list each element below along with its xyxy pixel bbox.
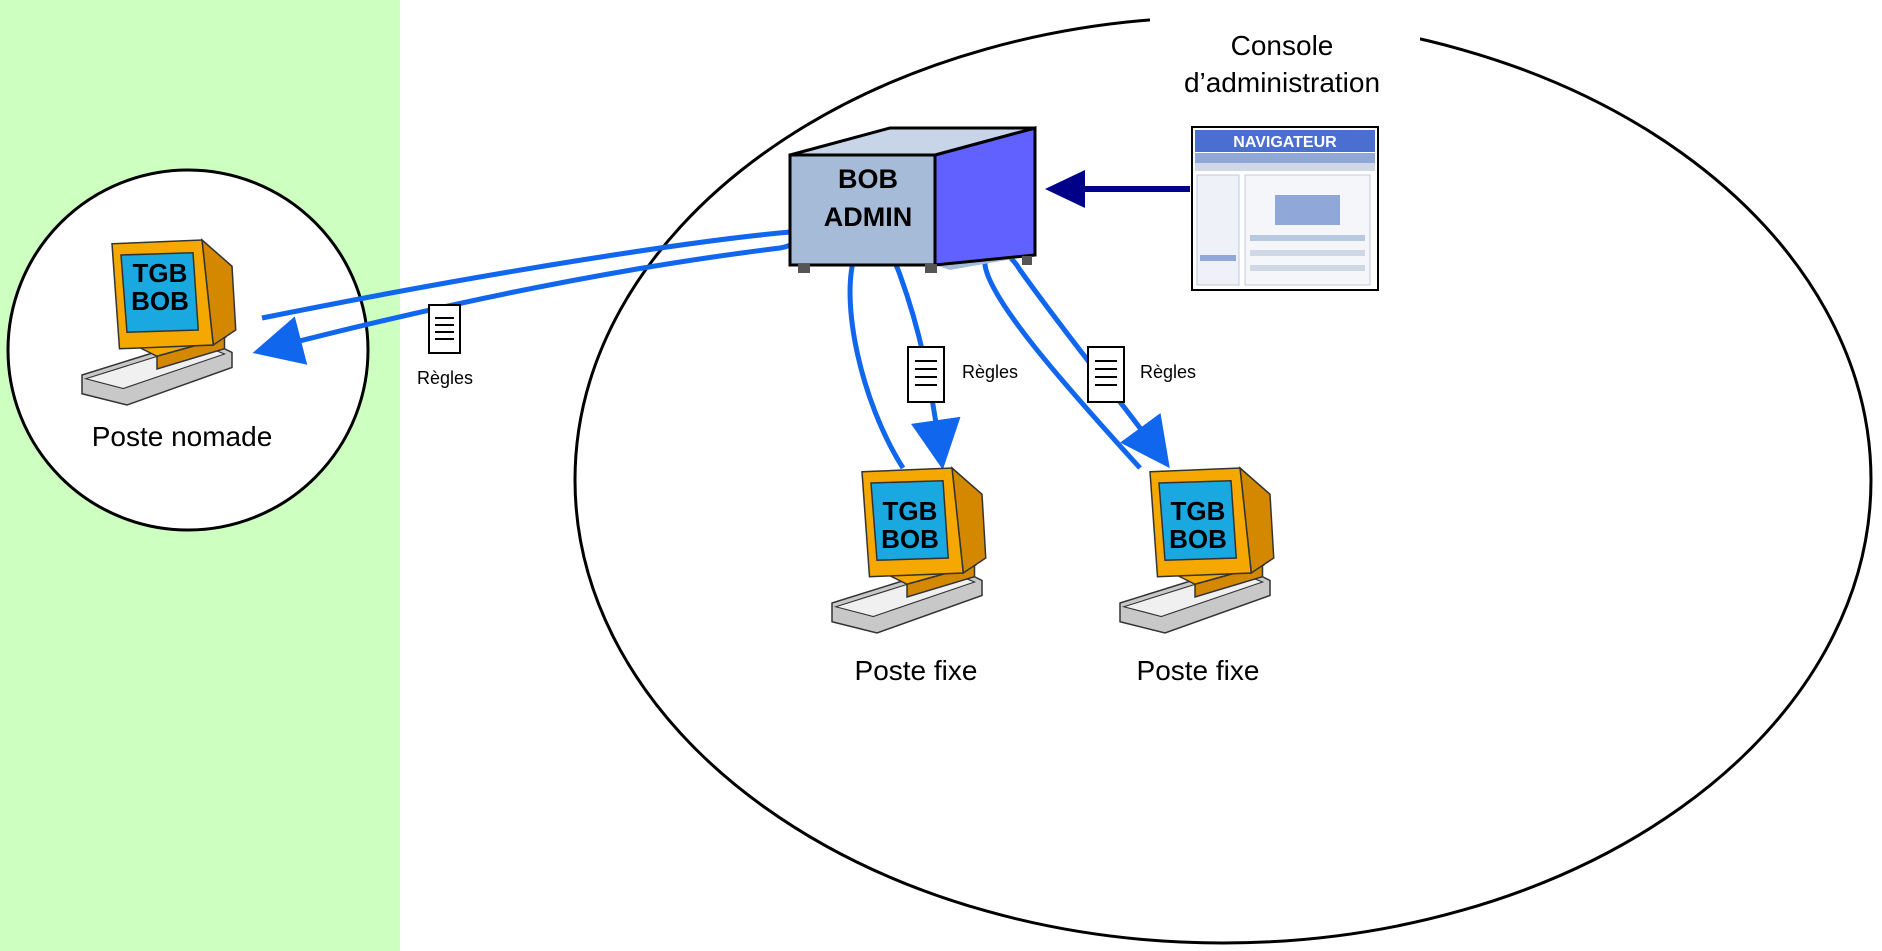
console-label-line2: d’administration — [1184, 67, 1380, 98]
document-icon — [1087, 346, 1125, 403]
fixed2-screen-line2: BOB — [1169, 524, 1227, 554]
server-line2: ADMIN — [824, 202, 913, 232]
fixed1-rules-label: Règles — [962, 362, 1018, 382]
server-line1: BOB — [838, 164, 898, 194]
fixed2-label: Poste fixe — [1137, 655, 1260, 686]
fixed1-label: Poste fixe — [855, 655, 978, 686]
server: BOB ADMIN — [788, 126, 1037, 273]
console-label-line1: Console — [1231, 30, 1334, 61]
document-icon — [428, 304, 461, 354]
browser-title: NAVIGATEUR — [1233, 134, 1337, 151]
fixed1-screen-line2: BOB — [881, 524, 939, 554]
document-icon — [907, 346, 945, 403]
nomad-screen-line2: BOB — [131, 286, 189, 316]
fixed2-screen-line1: TGB — [1171, 496, 1226, 526]
nomad-label: Poste nomade — [92, 421, 273, 452]
fixed1-screen-line1: TGB — [883, 496, 938, 526]
fixed2-link — [982, 248, 1170, 470]
fixed2-rules-label: Règles — [1140, 362, 1196, 382]
nomad-rules-label: Règles — [417, 368, 473, 388]
browser-window: NAVIGATEUR — [1191, 126, 1379, 291]
nomad-screen-line1: TGB — [133, 258, 188, 288]
